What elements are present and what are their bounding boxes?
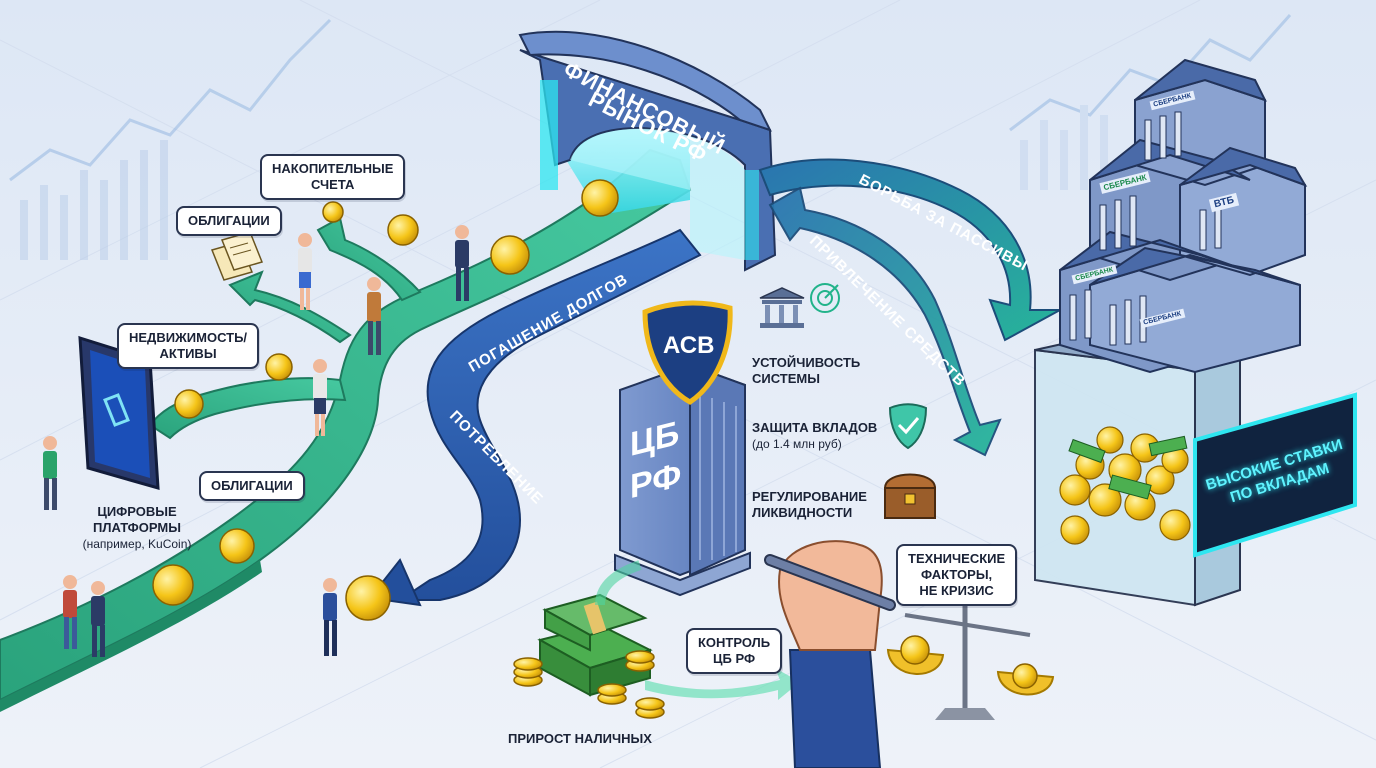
technical-factors-label: ТЕХНИЧЕСКИЕ ФАКТОРЫ, НЕ КРИЗИС [896, 544, 1018, 606]
background-chart [9, 14, 1292, 260]
digital-line2: ПЛАТФОРМЫ [93, 520, 181, 535]
realty-line1: НЕДВИЖИМОСТЬ/ [129, 330, 248, 345]
branch-bonds [228, 270, 352, 344]
cash-stack-icon [537, 593, 653, 697]
central-bank-building [614, 363, 751, 597]
cb-control-label: КОНТРОЛЬ ЦБ РФ [686, 628, 783, 674]
attraction-flow [768, 186, 1002, 457]
realty-line2: АКТИВЫ [159, 346, 217, 361]
deposit-protection-label: ЗАЩИТА ВКЛАДОВ (до 1.4 млн руб) [752, 420, 877, 452]
digital-note: (например, KuCoin) [82, 537, 192, 551]
cash-growth-label: ПРИРОСТ НАЛИЧНЫХ [508, 731, 652, 746]
bonds-top-label: ОБЛИГАЦИИ [176, 206, 282, 236]
person-figure [455, 225, 469, 301]
person-figure [91, 581, 105, 657]
people [43, 225, 469, 657]
bank-icon [759, 287, 805, 328]
technical-line2: ФАКТОРЫ, [921, 567, 993, 582]
deposits-line1: ЗАЩИТА ВКЛАДОВ [752, 420, 878, 435]
bank-tower [1034, 58, 1357, 607]
scales-icon [886, 595, 1055, 720]
stability-line2: СИСТЕМЫ [752, 371, 820, 386]
coin-icon [387, 214, 419, 246]
digital-platforms-label: ЦИФРОВЫЕ ПЛАТФОРМЫ (например, KuCoin) [70, 504, 204, 552]
person-figure [63, 575, 77, 649]
digital-line1: ЦИФРОВЫЕ [97, 504, 177, 519]
coin-icon [265, 353, 293, 381]
stability-line1: УСТОЙЧИВОСТЬ [752, 355, 861, 370]
person-figure [367, 277, 381, 355]
person-figure [298, 233, 312, 310]
control-line2: ЦБ РФ [713, 651, 756, 666]
branch-realty [148, 377, 347, 440]
fist-icon [764, 540, 896, 768]
technical-line1: ТЕХНИЧЕСКИЕ [908, 551, 1006, 566]
person-figure [323, 578, 337, 656]
coins [152, 179, 619, 621]
cb-to-cash-flow [595, 560, 642, 606]
deposits-note: (до 1.4 млн руб) [752, 437, 842, 451]
branch-savings [316, 216, 422, 302]
liquidity-label: РЕГУЛИРОВАНИЕ ЛИКВИДНОСТИ [752, 489, 867, 521]
realty-label: НЕДВИЖИМОСТЬ/ АКТИВЫ [117, 323, 260, 369]
coin-icon [490, 235, 530, 275]
coin-icon [581, 179, 619, 217]
control-line1: КОНТРОЛЬ [698, 635, 771, 650]
savings-line2: СЧЕТА [310, 177, 355, 192]
person-figure [43, 436, 57, 510]
coin-icon [152, 564, 194, 606]
market-gate [518, 30, 777, 272]
asv-shield-label: АСВ [663, 332, 715, 359]
bonds-bottom-label: ОБЛИГАЦИИ [199, 471, 305, 501]
coin-icon [345, 575, 391, 621]
asv-shield [642, 300, 733, 405]
technical-line3: НЕ КРИЗИС [919, 583, 994, 598]
coin-icon [174, 389, 204, 419]
treasure-chest-icon [883, 473, 937, 519]
liquidity-line1: РЕГУЛИРОВАНИЕ [752, 489, 867, 504]
coin-icon [219, 528, 255, 564]
savings-line1: НАКОПИТЕЛЬНЫЕ [272, 161, 394, 176]
tablet-icon [78, 335, 160, 491]
coin-icon [322, 201, 344, 223]
stability-label: УСТОЙЧИВОСТЬ СИСТЕМЫ [752, 355, 860, 387]
liabilities-flow [758, 158, 1061, 342]
person-figure [313, 359, 327, 436]
control-arrow [645, 668, 800, 700]
documents-icon [210, 231, 264, 281]
coin-stack-icon [513, 650, 665, 719]
radar-icon [810, 283, 840, 313]
shield-check-icon [888, 403, 928, 450]
savings-accounts-label: НАКОПИТЕЛЬНЫЕ СЧЕТА [260, 154, 406, 200]
liquidity-line2: ЛИКВИДНОСТИ [752, 505, 853, 520]
